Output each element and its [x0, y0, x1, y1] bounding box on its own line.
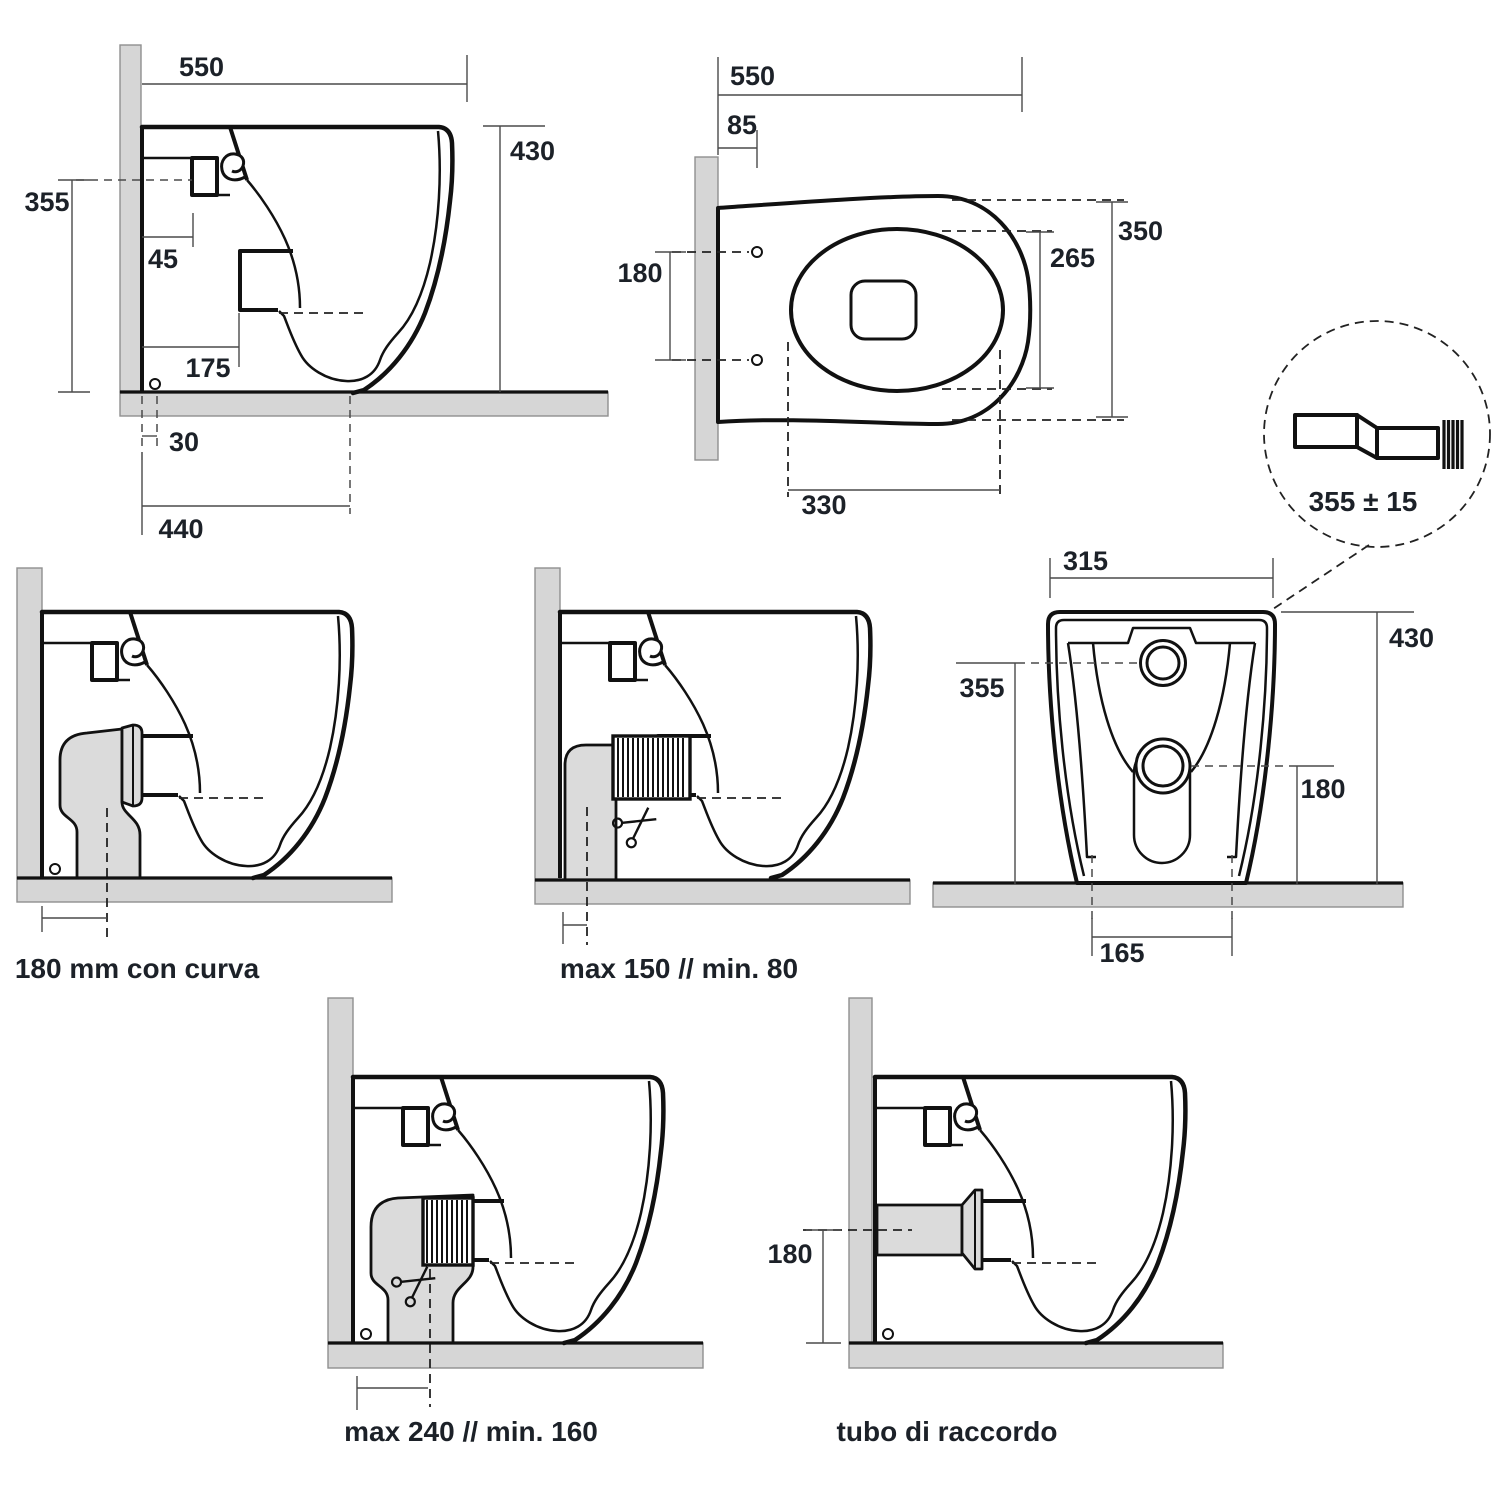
floor-section	[16, 877, 393, 903]
inner-rim	[1054, 618, 1269, 877]
bowl-funnel	[1091, 642, 1232, 773]
panel-front-view: 315 430 355 180 165	[932, 546, 1434, 968]
dim-label-355: 355	[24, 187, 69, 217]
dim-180-tubo: 180	[767, 1229, 841, 1344]
dim-350-plan: 350	[1096, 201, 1163, 418]
dim-label-85: 85	[727, 110, 757, 140]
dim-label-430: 430	[510, 136, 555, 166]
dim-330-plan: 330	[788, 489, 1000, 520]
dim-label-180: 180	[617, 258, 662, 288]
connector-hatch	[1442, 420, 1464, 469]
corrugated-hose	[611, 734, 692, 801]
wall-section	[534, 567, 561, 881]
dim-355-front: 355	[956, 662, 1140, 884]
dim-label-265: 265	[1050, 243, 1095, 273]
detail-circle	[1263, 320, 1491, 548]
fixing-hole	[751, 246, 763, 258]
dim-175: 175	[142, 313, 240, 383]
floor-section	[534, 879, 911, 905]
extension-dashes	[672, 199, 1124, 497]
panel-side-view: 550 430 355 45 175 30	[24, 44, 609, 544]
wall-section	[327, 997, 354, 1344]
flush-opening	[849, 279, 918, 341]
dim-45: 45	[142, 213, 194, 274]
drain-hole-inner	[1141, 744, 1185, 788]
dim-85-plan: 85	[718, 110, 758, 168]
dim-label-30: 30	[169, 427, 199, 457]
dim-label-180: 180	[1300, 774, 1345, 804]
wall-section	[848, 997, 873, 1344]
side-walls	[1066, 642, 1257, 859]
dim-430-front: 430	[1281, 611, 1434, 884]
toilet-plan-outline	[716, 194, 1033, 426]
dim-max240-min160: max 240 // min. 160	[344, 1376, 598, 1447]
dim-180-con-curva: 180 mm con curva	[15, 906, 260, 984]
seat-opening	[789, 227, 1005, 393]
dim-label-165: 165	[1099, 938, 1144, 968]
top-band	[1068, 626, 1255, 645]
dim-180-front: 180	[1191, 765, 1346, 884]
panel-plan-view: 550 85 350 265 180 330	[617, 57, 1163, 520]
detail-label: 355 ± 15	[1309, 486, 1418, 517]
dim-label-550: 550	[730, 61, 775, 91]
dim-265-plan: 265	[1026, 231, 1095, 389]
dim-180-plan: 180	[617, 251, 686, 361]
dim-30: 30	[141, 396, 199, 535]
dim-430: 430	[483, 125, 555, 392]
dim-440: 440	[142, 396, 351, 544]
panel-flex-outlet-long: max 240 // min. 160	[327, 997, 704, 1447]
corrugated-hose	[421, 1196, 475, 1267]
panel-flex-outlet-short: max 150 // min. 80	[534, 567, 911, 984]
caption-max150: max 150 // min. 80	[560, 953, 798, 984]
dim-315-front: 315	[1049, 546, 1274, 598]
dim-label-440: 440	[158, 514, 203, 544]
dim-label-180: 180	[767, 1239, 812, 1269]
detail-leader	[1272, 544, 1370, 610]
dim-label-315: 315	[1063, 546, 1108, 576]
panel-detail-connector: 355 ± 15	[1263, 320, 1491, 610]
caption-con-curva: 180 mm con curva	[15, 953, 260, 984]
inlet-hole-inner	[1145, 645, 1181, 681]
dim-label-550: 550	[179, 52, 224, 82]
dim-label-175: 175	[185, 353, 230, 383]
dim-355: 355	[24, 179, 192, 393]
floor-section	[327, 1342, 704, 1369]
wall-section	[694, 156, 719, 461]
dim-550-plan: 550	[717, 57, 1023, 155]
dim-165-front: 165	[1091, 855, 1233, 968]
connector-pipe-left	[1293, 413, 1359, 449]
dim-550: 550	[142, 52, 468, 102]
scissors-icon	[610, 798, 663, 851]
dim-label-330: 330	[801, 490, 846, 520]
fixing-hole	[751, 354, 763, 366]
connector-pipe-right	[1375, 426, 1440, 460]
dim-label-355: 355	[959, 673, 1004, 703]
horizontal-pipe	[803, 1188, 984, 1271]
wall-section	[119, 44, 142, 393]
drain-elbow-pipe	[58, 723, 144, 943]
dim-label-350: 350	[1118, 216, 1163, 246]
floor-section	[932, 882, 1404, 908]
pipe-flange	[960, 1188, 984, 1271]
caption-tubo: tubo di raccordo	[837, 1416, 1058, 1447]
panel-outlet-bend: 180 mm con curva	[15, 567, 393, 984]
drain-flex-pipe	[563, 734, 692, 945]
floor-section	[119, 391, 609, 417]
dim-label-430: 430	[1389, 623, 1434, 653]
floor-section	[848, 1342, 1224, 1369]
drain-flex-pipe	[369, 1193, 475, 1407]
caption-max240: max 240 // min. 160	[344, 1416, 598, 1447]
connector-offset	[1355, 413, 1379, 460]
wall-section	[16, 567, 43, 879]
panel-connecting-tube: 180 tubo di raccordo	[767, 997, 1224, 1447]
dim-max150-min80: max 150 // min. 80	[560, 912, 798, 984]
dim-label-45: 45	[148, 244, 178, 274]
